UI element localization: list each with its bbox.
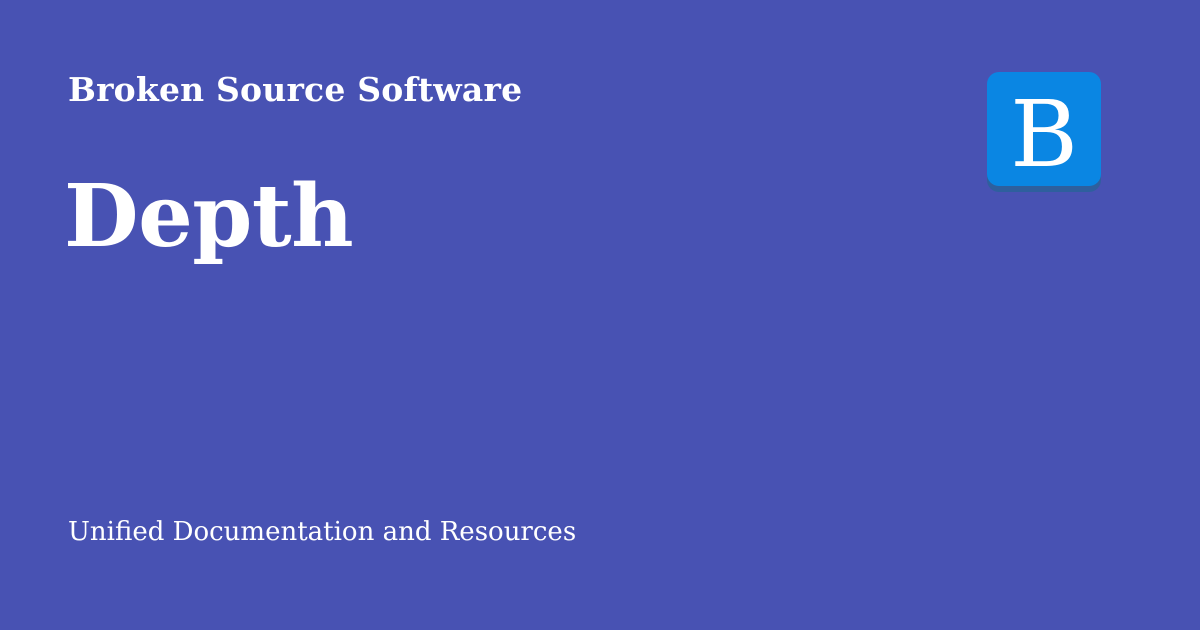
site-name: Broken Source Software [68, 70, 523, 109]
page-title: Depth [64, 166, 354, 267]
logo-b-icon: B [985, 70, 1103, 194]
page-description: Unified Documentation and Resources [68, 517, 577, 547]
logo-letter: B [1010, 81, 1078, 188]
